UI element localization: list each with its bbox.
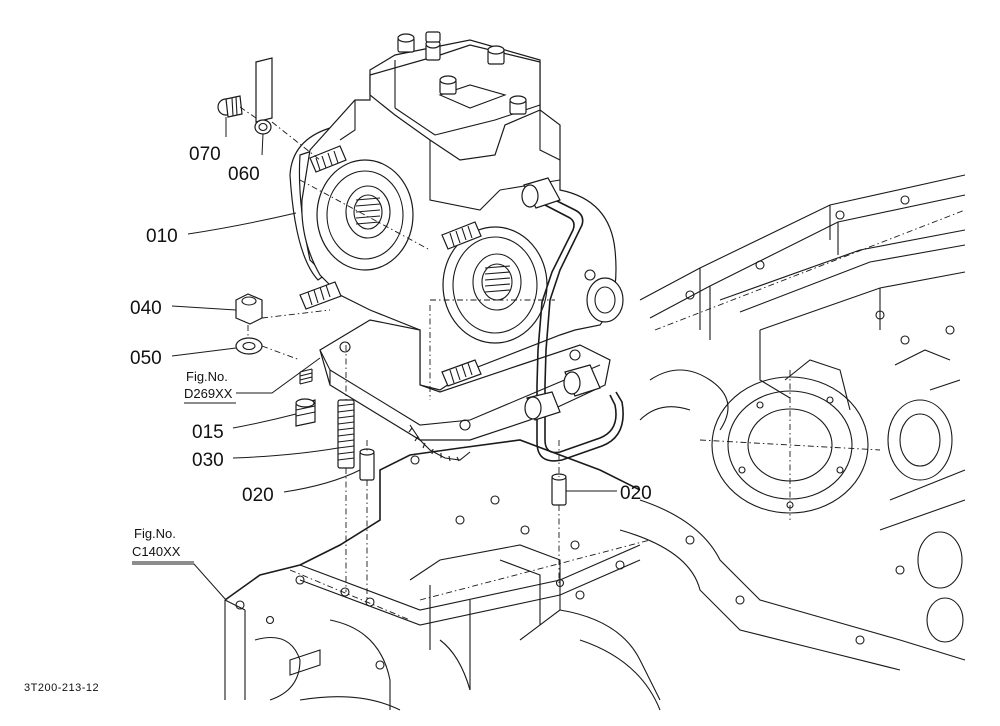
label-040: 040	[130, 298, 162, 319]
part-015-plug	[295, 398, 316, 427]
leader-lines	[132, 117, 617, 601]
ref-code-d269xx[interactable]: D269XX	[184, 386, 233, 401]
ref-prefix-c140xx: Fig.No.	[134, 526, 176, 541]
spring-above-015	[299, 368, 313, 385]
label-030: 030	[192, 450, 224, 471]
label-015: 015	[192, 422, 224, 443]
label-070: 070	[189, 144, 221, 165]
lower-housing	[224, 439, 661, 711]
transmission-case	[619, 174, 966, 671]
ref-prefix-d269xx: Fig.No.	[186, 369, 228, 384]
label-020-left: 020	[242, 485, 274, 506]
part-070-bolt	[217, 95, 243, 118]
valve-body-010	[289, 31, 624, 462]
label-050: 050	[130, 348, 162, 369]
part-040-nut	[235, 293, 263, 325]
label-060: 060	[228, 164, 260, 185]
studs	[299, 145, 482, 387]
part-labels: 070 060 010 040 050 015 030 020 020	[130, 144, 652, 506]
figure-references: Fig.No. D269XX Fig.No. C140XX	[132, 369, 236, 563]
label-020-right: 020	[620, 483, 652, 504]
part-020-pin-left	[359, 448, 375, 481]
top-bolts	[397, 31, 527, 115]
label-010: 010	[146, 226, 178, 247]
part-030-stud	[337, 399, 355, 469]
ref-code-c140xx[interactable]: C140XX	[132, 544, 181, 559]
part-020-pin-right	[551, 473, 567, 506]
diagram-code: 3T200-213-12	[24, 682, 99, 694]
alignment-lines	[239, 106, 560, 602]
part-050-washer	[235, 337, 263, 355]
hydraulic-pipe	[521, 177, 624, 462]
part-060-plate	[254, 57, 273, 135]
